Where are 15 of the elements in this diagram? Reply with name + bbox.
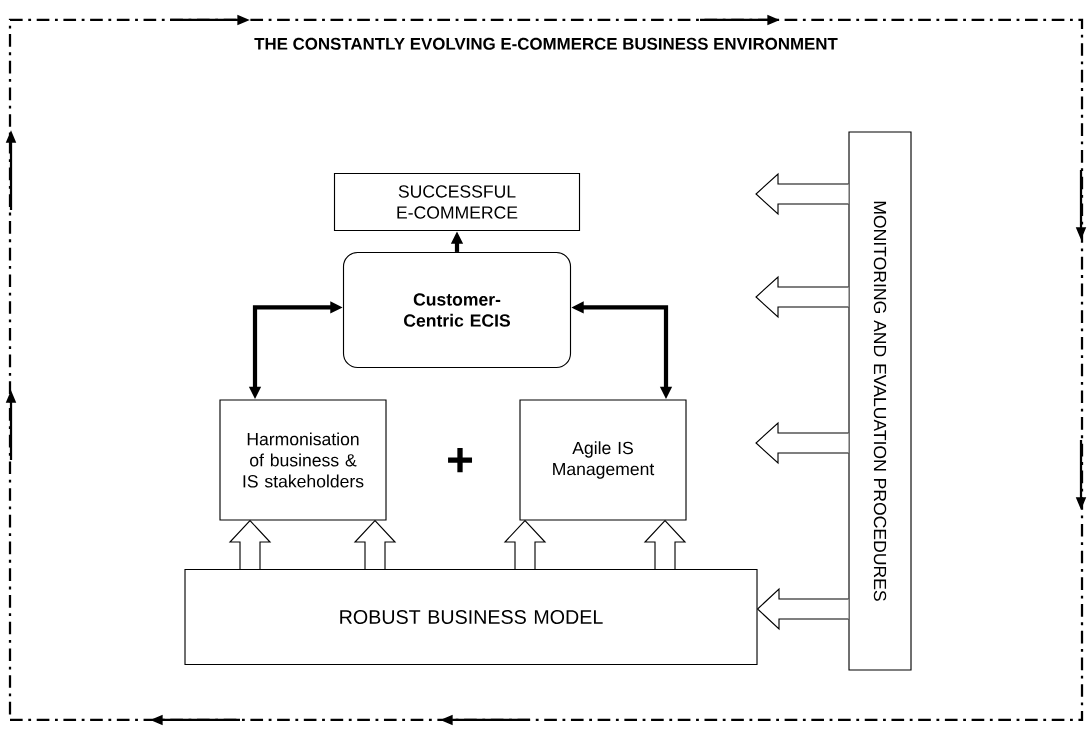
block-arrow xyxy=(503,519,547,570)
block-arrow xyxy=(756,587,849,631)
block-arrow xyxy=(228,519,272,570)
block-arrow xyxy=(755,172,849,216)
block-arrow xyxy=(755,275,849,319)
vertical-bar: MONITORING AND EVALUATION PROCEDURES xyxy=(848,131,912,671)
process-box: SUCCESSFUL E-COMMERCE xyxy=(333,172,581,232)
process-box: Agile IS Management xyxy=(519,399,687,521)
block-arrow xyxy=(353,519,397,570)
process-box: ROBUST BUSINESS MODEL xyxy=(184,568,758,666)
plus-sign: + xyxy=(448,448,472,473)
block-arrow xyxy=(755,421,849,465)
block-arrow xyxy=(643,519,687,570)
rounded-box: Customer-Centric ECIS xyxy=(342,251,572,369)
process-box: Harmonisation of business & IS stakeholders xyxy=(219,399,387,521)
